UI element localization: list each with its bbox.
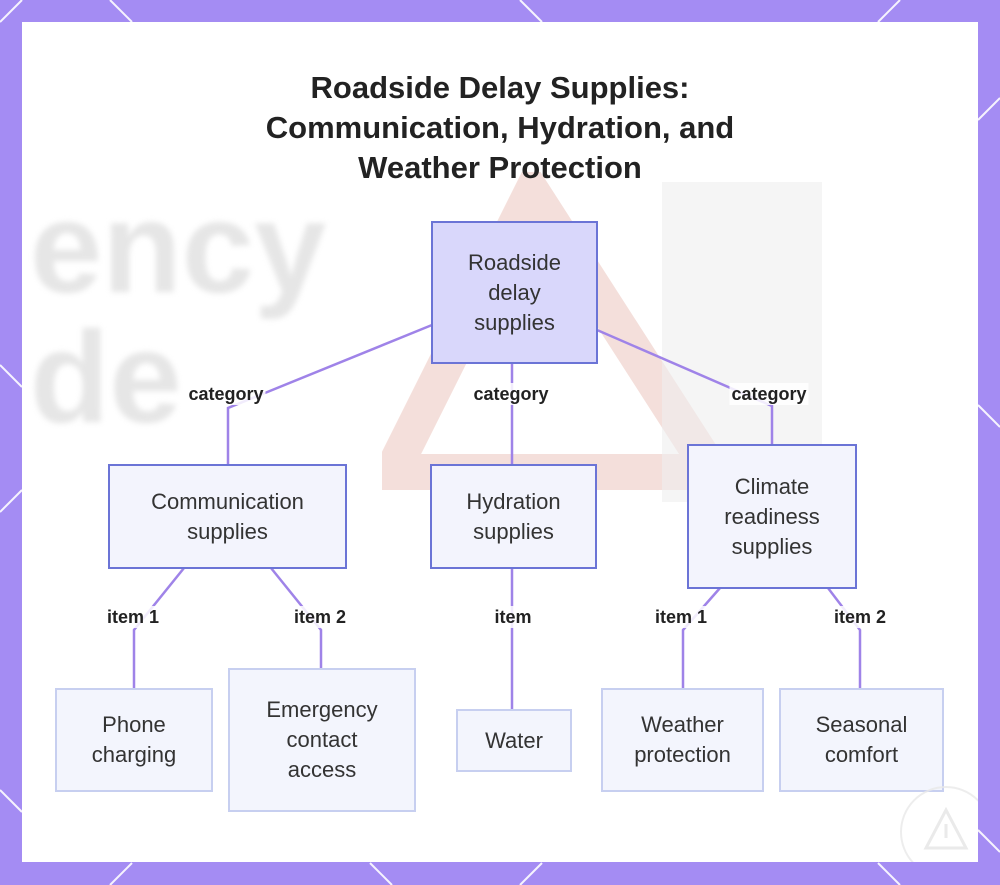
edge-climate-seasonal	[828, 588, 860, 688]
node-hydration-supplies: Hydration supplies	[430, 464, 597, 569]
node-label: Communication	[151, 487, 304, 517]
node-label: Roadside	[468, 248, 561, 278]
node-label: supplies	[466, 517, 560, 547]
edge-label-item-1: item 1	[653, 606, 709, 628]
node-communication-supplies: Communication supplies	[108, 464, 347, 569]
edge-label-category: category	[729, 383, 808, 405]
node-climate-readiness-supplies: Climate readiness supplies	[687, 444, 857, 589]
node-label: delay	[468, 278, 561, 308]
node-label: supplies	[468, 308, 561, 338]
diagram-card: ency de Roadside Delay Supplies: Communi…	[22, 22, 978, 862]
brand-logo-icon	[900, 786, 978, 862]
edge-label-item: item	[492, 606, 533, 628]
node-emergency-contact-access: Emergency contact access	[228, 668, 416, 812]
node-label: Climate	[724, 472, 819, 502]
node-label: supplies	[724, 532, 819, 562]
node-label: Water	[485, 726, 543, 756]
edge-communication-phone	[134, 568, 184, 688]
node-label: Phone	[92, 710, 176, 740]
edge-label-item-1: item 1	[105, 606, 161, 628]
node-label: Seasonal	[816, 710, 908, 740]
edge-label-category: category	[186, 383, 265, 405]
edge-label-category: category	[471, 383, 550, 405]
node-label: protection	[634, 740, 731, 770]
node-roadside-delay-supplies: Roadside delay supplies	[431, 221, 598, 364]
node-label: charging	[92, 740, 176, 770]
edge-label-item-2: item 2	[832, 606, 888, 628]
node-label: Emergency	[266, 695, 377, 725]
node-label: Hydration	[466, 487, 560, 517]
edge-climate-weather	[683, 588, 720, 688]
node-phone-charging: Phone charging	[55, 688, 213, 792]
edge-label-item-2: item 2	[292, 606, 348, 628]
node-label: readiness	[724, 502, 819, 532]
node-label: Weather	[634, 710, 731, 740]
node-label: comfort	[816, 740, 908, 770]
node-label: access	[266, 755, 377, 785]
node-weather-protection: Weather protection	[601, 688, 764, 792]
node-label: supplies	[151, 517, 304, 547]
node-water: Water	[456, 709, 572, 772]
node-seasonal-comfort: Seasonal comfort	[779, 688, 944, 792]
node-label: contact	[266, 725, 377, 755]
